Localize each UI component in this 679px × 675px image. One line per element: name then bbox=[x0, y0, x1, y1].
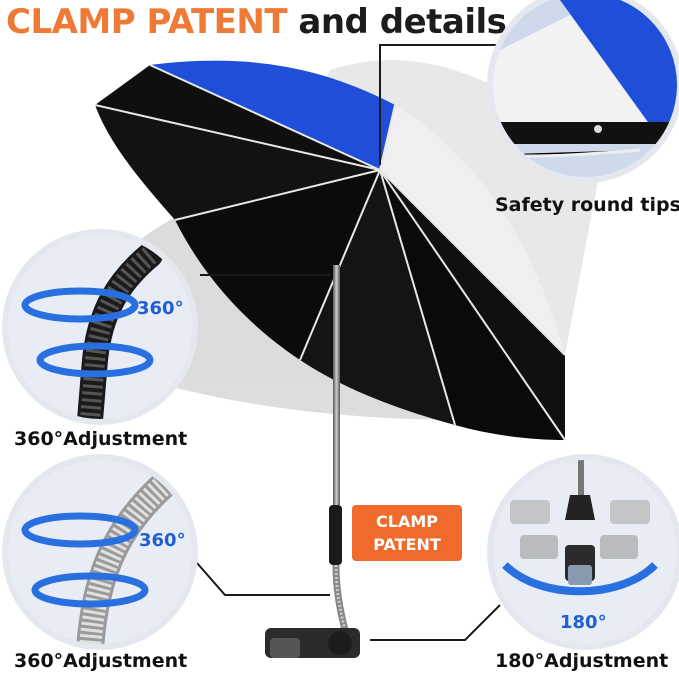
title-highlight: CLAMP PATENT bbox=[6, 2, 288, 42]
neck-degree: 360° bbox=[137, 298, 184, 319]
title-rest: and details bbox=[298, 2, 507, 42]
hose-ring bbox=[2, 454, 198, 650]
callout-lines bbox=[189, 44, 505, 641]
clamp-ring bbox=[487, 454, 679, 650]
neck-callout bbox=[5, 232, 195, 422]
clamp-degree: 180° bbox=[560, 612, 607, 633]
umbrella-canopy bbox=[94, 60, 566, 441]
clamp-label: 180°Adjustment bbox=[495, 650, 669, 672]
tips-label: Safety round tips bbox=[495, 194, 679, 216]
umbrella-shaft bbox=[265, 265, 360, 658]
neck-label: 360°Adjustment bbox=[14, 428, 188, 450]
neck-ring bbox=[2, 229, 198, 425]
badge-line-1: CLAMP bbox=[376, 512, 438, 531]
hose-callout bbox=[5, 457, 195, 647]
tips-ring bbox=[487, 0, 679, 183]
hose-degree: 360° bbox=[139, 530, 186, 551]
page-title: CLAMP PATENT and details bbox=[6, 2, 507, 42]
clamp-callout bbox=[490, 457, 679, 647]
hose-label: 360°Adjustment bbox=[14, 650, 188, 672]
clamp-patent-badge: CLAMP PATENT bbox=[352, 505, 462, 561]
tips-callout bbox=[490, 0, 679, 180]
badge-line-2: PATENT bbox=[373, 535, 441, 554]
